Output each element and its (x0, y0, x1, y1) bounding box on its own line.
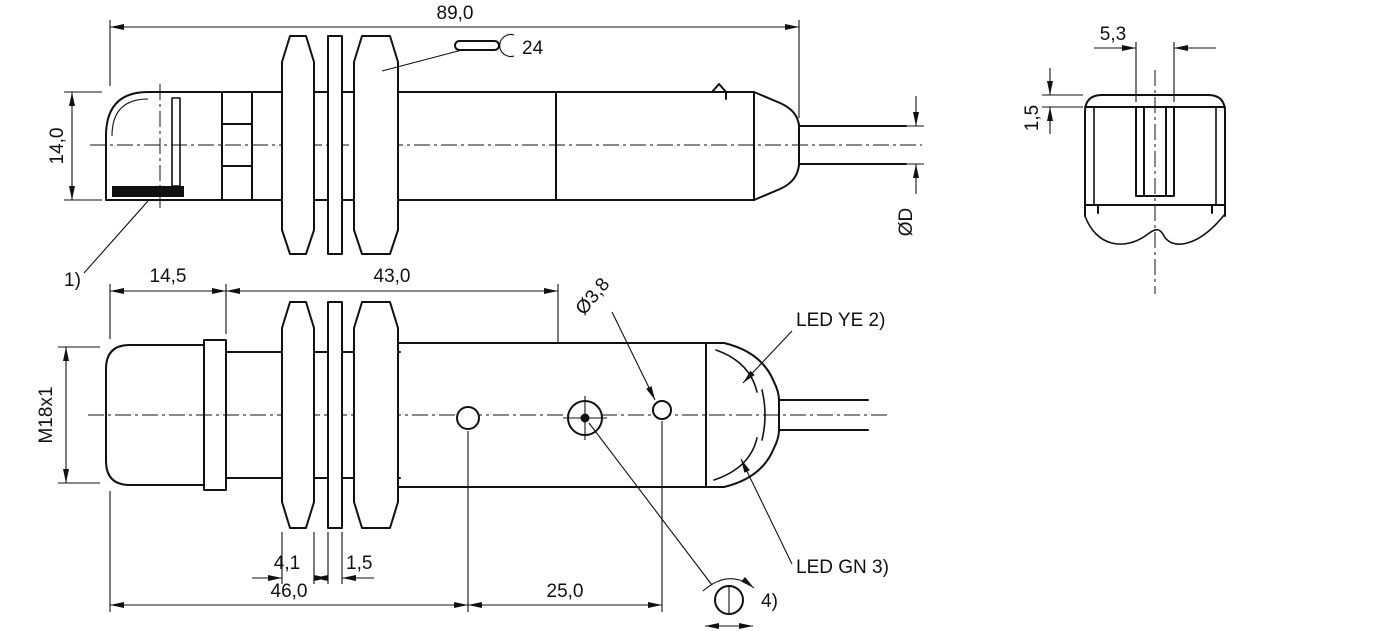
footnote-4: 4) (761, 591, 778, 612)
dim-head-length: 14,5 (150, 266, 187, 287)
led-yellow-label: LED YE 2) (796, 310, 885, 331)
cable (778, 399, 869, 431)
extension-line (1042, 94, 1083, 108)
end-view: 5,3 1,5 (1022, 24, 1226, 294)
leader-line (742, 330, 793, 384)
leader-line (83, 200, 149, 274)
hex-nut-1 (281, 301, 315, 529)
mounting-hole (456, 406, 480, 430)
dim-nut-thickness: 4,1 (274, 553, 300, 574)
dim-slot-width: 5,3 (1100, 24, 1126, 45)
screw-center (580, 413, 590, 423)
flange (203, 339, 227, 491)
hex-nut-2 (353, 301, 399, 529)
thread-label: M18x1 (36, 386, 57, 443)
led-hole (652, 400, 672, 420)
sensor-head-outline (105, 91, 223, 201)
top-view: 89,0 14,0 24 ØD 1) (47, 3, 924, 291)
extension-line (281, 532, 343, 584)
hole-diameter-label: Ø3,8 (572, 274, 615, 319)
extension-line (804, 125, 924, 165)
sensing-cap (105, 344, 205, 486)
led-green-label: LED GN 3) (796, 557, 889, 578)
hex-nut-2 (353, 35, 399, 255)
extension-line (109, 421, 663, 612)
dim-hole2-offset: 25,0 (547, 581, 584, 602)
dim-slot-offset: 1,5 (1022, 105, 1043, 131)
break-line (1084, 213, 1226, 245)
inner-walls (1093, 106, 1217, 206)
leader-line (588, 422, 713, 586)
barrel-outline (221, 91, 755, 201)
wrench-size-label: 24 (522, 38, 544, 59)
led-dome (705, 342, 780, 488)
washer (327, 35, 343, 255)
corner-arc (111, 98, 149, 137)
extension-line (1135, 42, 1175, 102)
cable-gland (753, 91, 800, 201)
slot (1135, 106, 1175, 197)
face-slot (171, 97, 181, 187)
dim-height: 14,0 (47, 128, 68, 165)
active-face (112, 186, 184, 197)
dim-hole1-position: 46,0 (271, 581, 308, 602)
extension-line (64, 91, 102, 201)
leader-line (740, 458, 793, 565)
hex-nut-1 (281, 35, 315, 255)
leader-line (611, 311, 656, 401)
dim-washer-thickness: 1,5 (346, 553, 372, 574)
body-outline (397, 342, 707, 488)
clamp-section (1084, 204, 1226, 217)
footnote-1: 1) (64, 270, 81, 291)
end-view-outline (1084, 94, 1226, 206)
washer (327, 301, 343, 529)
extension-line (109, 20, 800, 118)
side-view: M18x1 14,5 43,0 46,0 25,0 4,1 1,5 Ø3,8 L… (36, 266, 889, 629)
pot-adjust-symbol (588, 422, 755, 629)
wrench-icon (381, 33, 515, 72)
dim-overall-length: 89,0 (437, 3, 474, 24)
cable-diameter-label: ØD (896, 208, 917, 237)
dim-thread-length: 43,0 (374, 266, 411, 287)
clip-detail (711, 83, 727, 100)
